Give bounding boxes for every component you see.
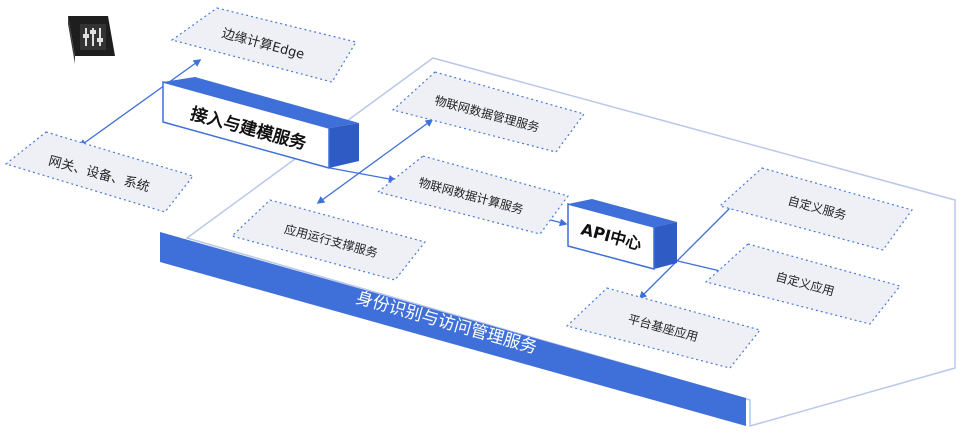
connector-mgmt-runtime [316, 119, 434, 204]
card-custom-app[interactable]: 自定义应用 [704, 243, 902, 325]
iam-band [160, 232, 746, 426]
card-app-runtime[interactable]: 应用运行支撑服务 [230, 199, 427, 281]
card-platform-app[interactable]: 平台基座应用 [565, 287, 762, 369]
connector-edge-gateway [78, 59, 202, 147]
card-gateway[interactable]: 网关、设备、系统 [4, 131, 195, 213]
box-access-modeling[interactable]: 接入与建模服务 [162, 77, 359, 169]
connectors [78, 59, 752, 300]
card-custom-service[interactable]: 自定义服务 [718, 167, 913, 251]
edge-device-icon [68, 16, 115, 64]
box-api-center[interactable]: API中心 [567, 199, 677, 270]
connector-service-platform [638, 198, 740, 300]
card-iot-data-mgmt[interactable]: 物联网数据管理服务 [391, 71, 585, 153]
card-edge[interactable]: 边缘计算Edge [170, 7, 357, 83]
platform-outline [185, 57, 956, 427]
card-iot-data-compute[interactable]: 物联网数据计算服务 [376, 155, 570, 235]
